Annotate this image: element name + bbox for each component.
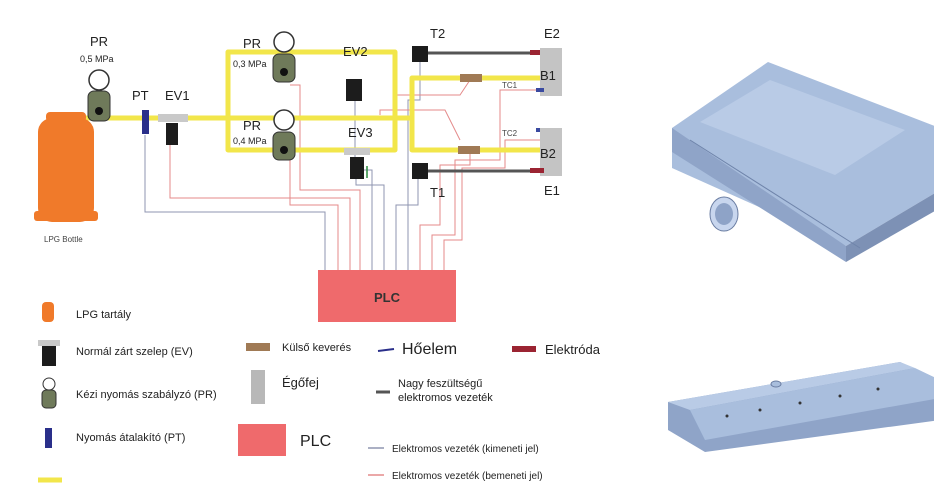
gauge-icon (273, 31, 295, 53)
legend-wire-in: Elektromos vezeték (bemeneti jel) (392, 471, 543, 482)
pressure-regulator-upper: PR 0,3 MPa (233, 31, 296, 83)
burner-b2: B2 E1 (530, 128, 562, 198)
gauge-icon (273, 109, 295, 131)
legend-hv-1: Nagy feszültségű (398, 378, 482, 390)
plc-icon (238, 424, 286, 456)
valve-icon (166, 123, 178, 145)
pr-main-label: PR (90, 34, 108, 49)
tc2-label: TC2 (502, 129, 518, 138)
electrode-icon (530, 168, 544, 173)
mixer-icon (460, 74, 482, 82)
valve-ev1: EV1 (158, 88, 190, 145)
transformer-t1: T1 (412, 163, 540, 200)
ev3-label: EV3 (348, 125, 373, 140)
legend-electrode: Elektróda (545, 342, 601, 357)
b1-label: B1 (540, 68, 556, 83)
legend-mixer: Külső keverés (282, 342, 352, 354)
burner-icon (540, 48, 562, 96)
bottle-label: LPG Bottle (44, 235, 83, 244)
e2-label: E2 (544, 26, 560, 41)
t2-label: T2 (430, 26, 445, 41)
pr-lower-pressure: 0,4 MPa (233, 136, 267, 146)
tank-icon (42, 302, 54, 322)
electrode-icon (512, 346, 536, 352)
pr-lower-label: PR (243, 118, 261, 133)
legend-ev: Normál zárt szelep (EV) (76, 346, 193, 358)
transformer-t2: T2 (412, 26, 540, 62)
burner-render-top (672, 62, 934, 262)
burner-icon (251, 370, 265, 404)
pt-label: PT (132, 88, 149, 103)
lpg-bottle: LPG Bottle (34, 112, 98, 244)
gauge-icon (42, 377, 56, 391)
mixer-icon (458, 146, 480, 154)
valve-icon (350, 157, 364, 179)
plc-label: PLC (374, 290, 401, 305)
pressure-regulator-lower: PR 0,4 MPa (233, 109, 296, 161)
burner-icon (540, 128, 562, 176)
legend-hv-2: elektromos vezeték (398, 392, 493, 404)
valve-ev2: EV2 (343, 44, 368, 101)
valve-icon (42, 346, 56, 366)
valve-icon (346, 79, 362, 101)
legend-lpg-tank: LPG tartály (76, 309, 132, 321)
signal-wires (144, 62, 540, 270)
burner-render-bottom (668, 362, 934, 452)
e1-label: E1 (544, 183, 560, 198)
valve-ev3: EV3 (344, 125, 373, 179)
pt-icon (142, 110, 149, 134)
regulator-body-icon (87, 90, 111, 122)
legend: LPG tartály Normál zárt szelep (EV) Kézi… (38, 302, 601, 483)
tc1-label: TC1 (502, 81, 518, 90)
pt-icon (45, 428, 52, 448)
gauge-icon (88, 69, 110, 91)
legend-pr: Kézi nyomás szabályzó (PR) (76, 389, 217, 401)
ev2-label: EV2 (343, 44, 368, 59)
legend-thermocouple: Hőelem (402, 341, 457, 358)
legend-plc: PLC (300, 433, 331, 450)
transformer-icon (412, 46, 428, 62)
b2-label: B2 (540, 146, 556, 161)
pressure-transmitter: PT (132, 88, 149, 134)
pr-upper-pressure: 0,3 MPa (233, 59, 267, 69)
t1-label: T1 (430, 185, 445, 200)
legend-burner: Égőfej (282, 375, 319, 390)
mixer-icon (246, 343, 270, 351)
gas-lines (65, 49, 540, 153)
legend-pt: Nyomás átalakító (PT) (76, 432, 185, 444)
transformer-icon (412, 163, 428, 179)
pressure-regulator-main: PR 0,5 MPa (80, 34, 114, 122)
burner-b1: E2 B1 (530, 26, 562, 96)
pr-main-pressure: 0,5 MPa (80, 54, 114, 64)
legend-wire-out: Elektromos vezeték (kimeneti jel) (392, 444, 539, 455)
electrode-icon (530, 50, 544, 55)
ev1-label: EV1 (165, 88, 190, 103)
pr-upper-label: PR (243, 36, 261, 51)
plc-block: PLC (318, 270, 456, 322)
